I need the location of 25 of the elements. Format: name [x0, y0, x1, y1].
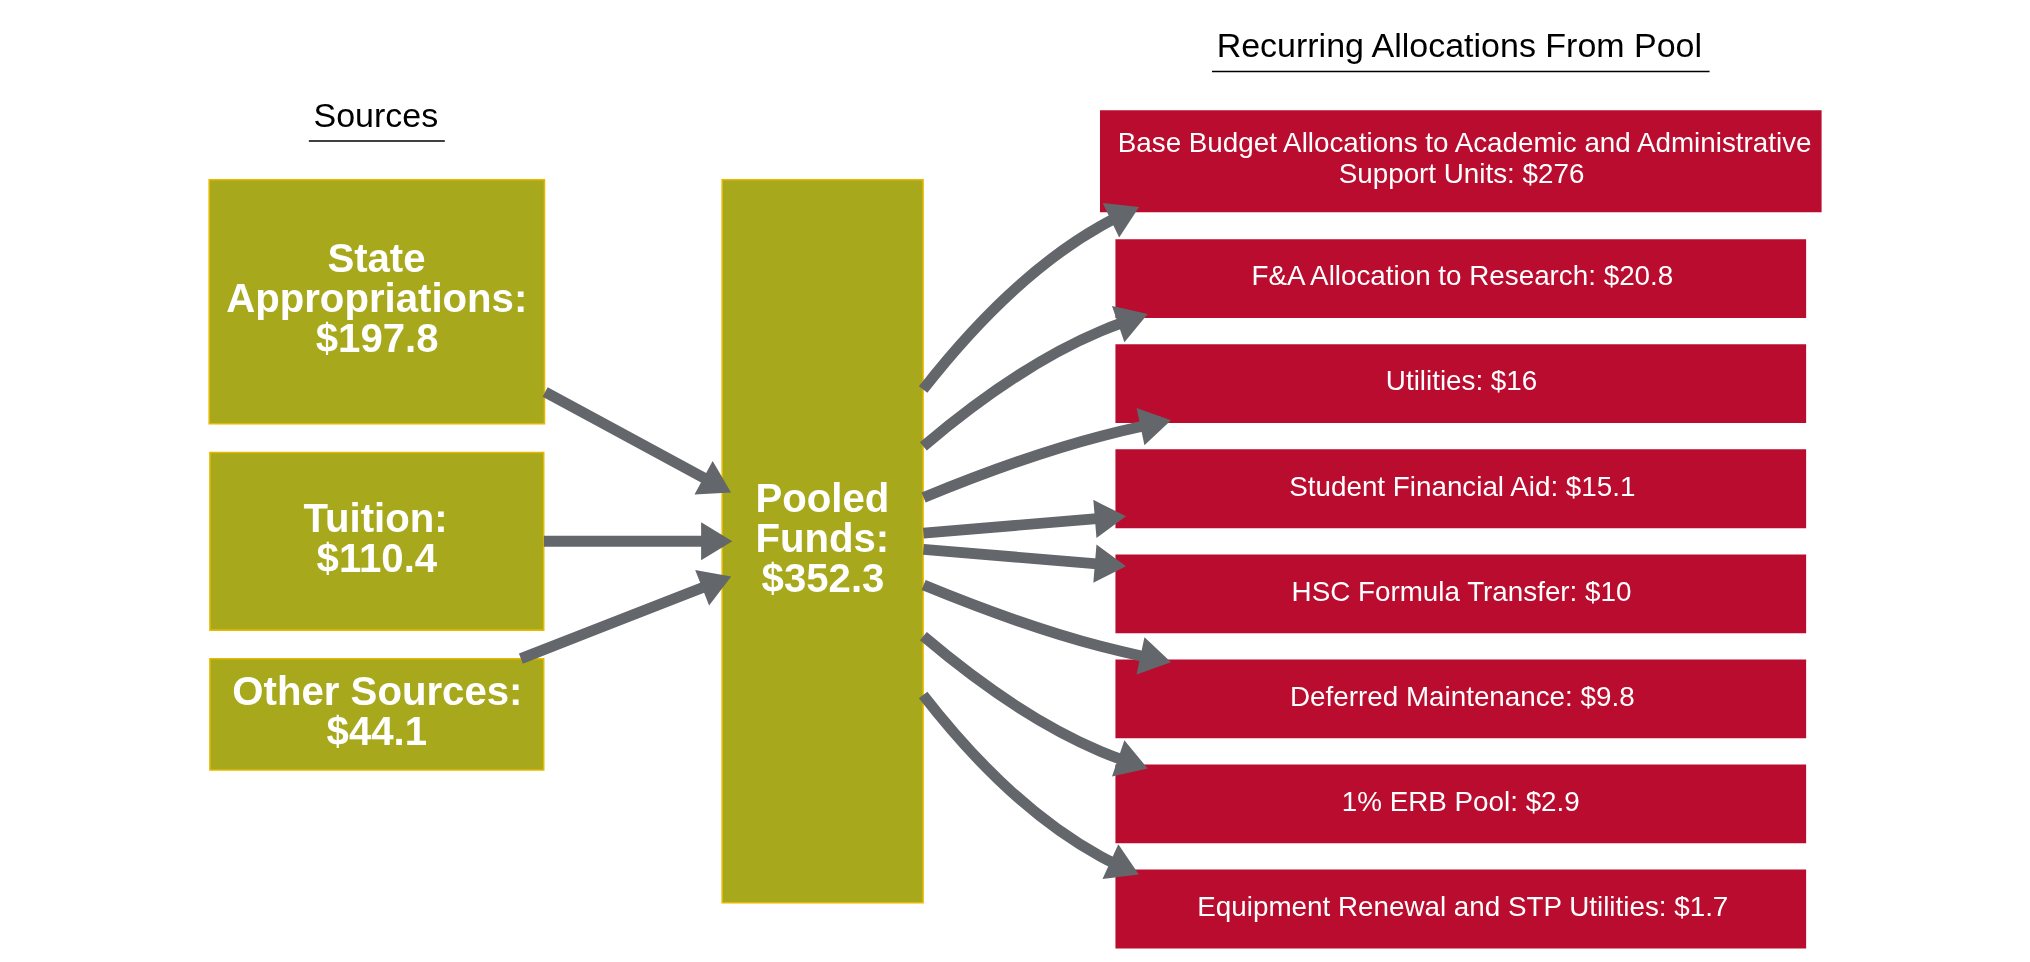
arrow	[922, 499, 1126, 539]
node-box: Utilities: $16	[1115, 344, 1807, 424]
node-box: Base Budget Allocations to Academic and Administrative Support Units: $276	[1100, 110, 1822, 213]
arrow	[922, 544, 1126, 583]
node-box: Deferred Maintenance: $9.8	[1115, 659, 1807, 739]
node-box: Pooled Funds: $352.3	[721, 178, 924, 904]
node-box: Equipment Renewal and STP Utilities: $1.7	[1115, 869, 1807, 949]
node-box: Other Sources: $44.1	[209, 657, 545, 771]
label: Sources	[313, 95, 439, 134]
label: Recurring Allocations From Pool	[1216, 26, 1703, 64]
arrow	[543, 522, 733, 561]
arrow	[918, 203, 1140, 393]
arrow	[518, 569, 732, 664]
node-box: Student Financial Aid: $15.1	[1115, 449, 1807, 529]
arrow	[919, 632, 1148, 777]
arrow	[918, 691, 1139, 880]
node-box: 1% ERB Pool: $2.9	[1115, 764, 1807, 844]
node-box: State Appropriations: $197.8	[208, 178, 546, 425]
arrow	[921, 580, 1172, 675]
arrow	[542, 387, 732, 495]
node-box: HSC Formula Transfer: $10	[1115, 554, 1807, 634]
node-box: Tuition: $110.4	[209, 451, 545, 631]
arrow	[921, 407, 1172, 503]
node-box: F&A Allocation to Research: $20.8	[1115, 239, 1807, 318]
arrow	[919, 306, 1148, 451]
